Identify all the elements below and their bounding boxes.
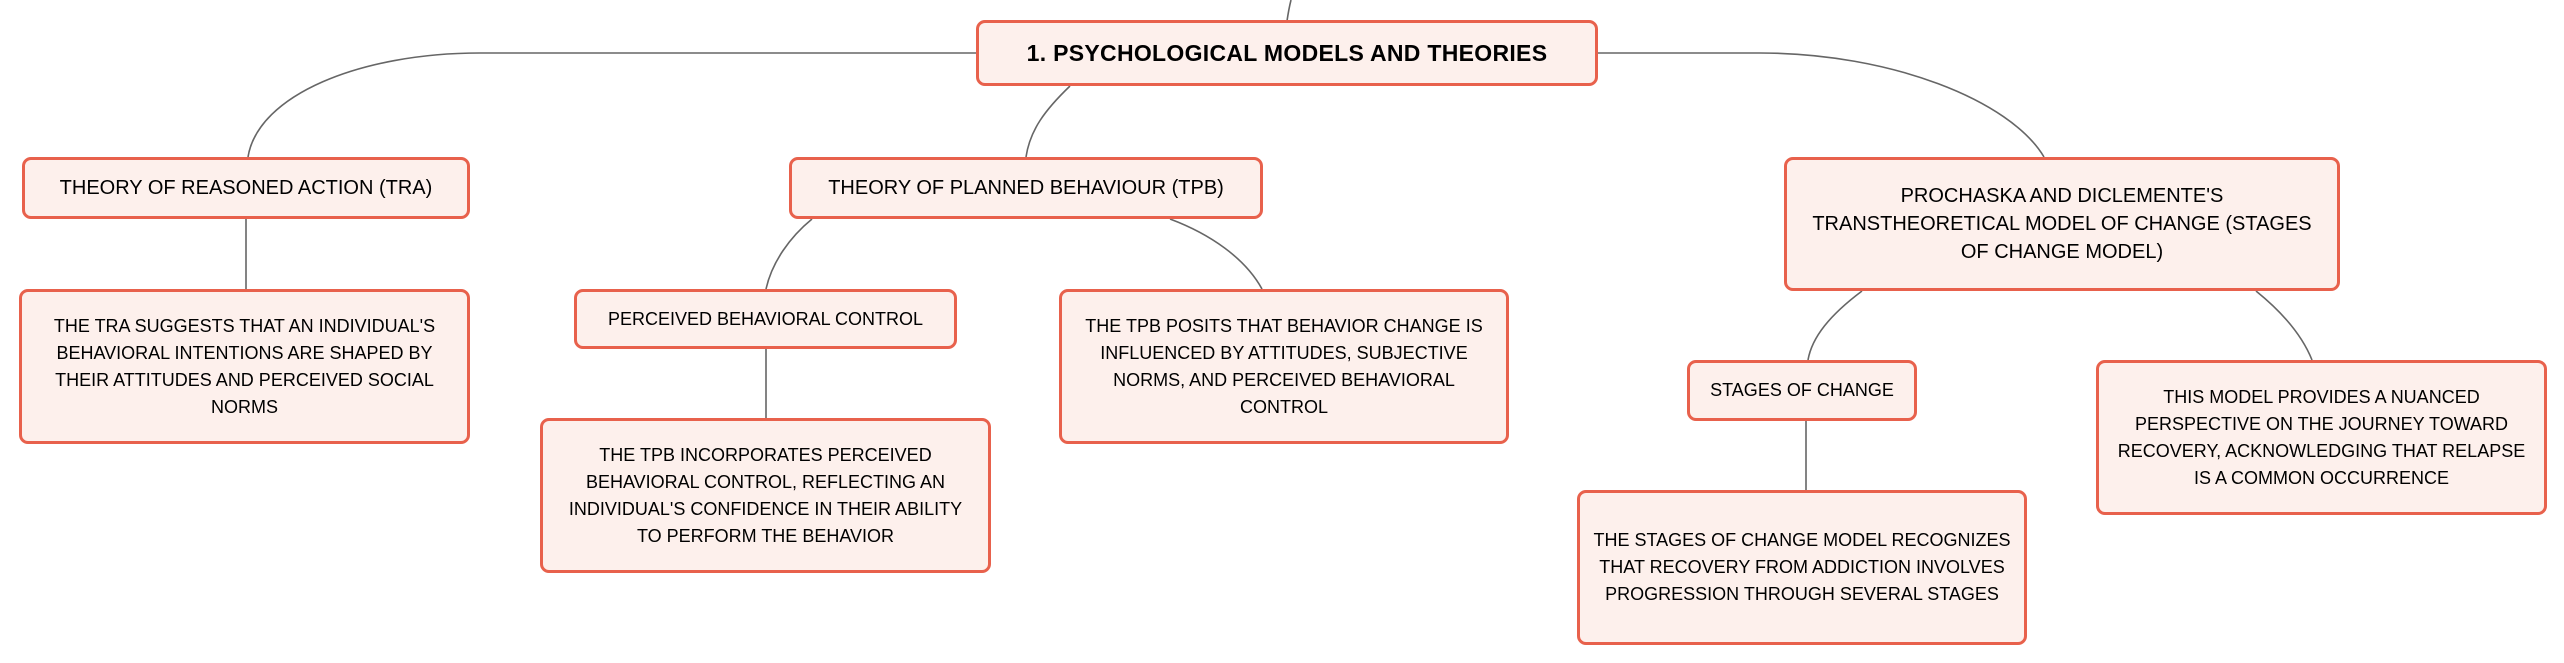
pbc-description[interactable]: THE TPB INCORPORATES PERCEIVED BEHAVIORA… [540, 418, 991, 573]
topic-tpb[interactable]: THEORY OF PLANNED BEHAVIOUR (TPB) [789, 157, 1263, 219]
tra-description[interactable]: THE TRA SUGGESTS THAT AN INDIVIDUAL'S BE… [19, 289, 470, 444]
subtopic-perceived-behavioral-control[interactable]: PERCEIVED BEHAVIORAL CONTROL [574, 289, 957, 349]
topic-tra[interactable]: THEORY OF REASONED ACTION (TRA) [22, 157, 470, 219]
central-topic-label: 1. PSYCHOLOGICAL MODELS AND THEORIES [1026, 39, 1548, 66]
connector-root-tpb [1025, 85, 1071, 158]
topic-transtheoretical-model-label: PROCHASKA AND DICLEMENTE'S TRANSTHEORETI… [1812, 185, 2312, 263]
subtopic-stages-of-change-label: STAGES OF CHANGE [1710, 380, 1894, 400]
tra-description-label: THE TRA SUGGESTS THAT AN INDIVIDUAL'S BE… [53, 315, 436, 417]
connector-root-tra [247, 52, 976, 158]
connector-root-parent [1286, 0, 1292, 22]
connector-ttm-desc [2255, 290, 2313, 361]
central-topic[interactable]: 1. PSYCHOLOGICAL MODELS AND THEORIES [976, 20, 1598, 86]
topic-tra-label: THEORY OF REASONED ACTION (TRA) [59, 177, 433, 199]
topic-transtheoretical-model[interactable]: PROCHASKA AND DICLEMENTE'S TRANSTHEORETI… [1784, 157, 2340, 291]
connector-tpb-pbc [765, 218, 813, 290]
connector-ttm-stages [1807, 290, 1863, 361]
topic-tpb-label: THEORY OF PLANNED BEHAVIOUR (TPB) [828, 177, 1224, 199]
tpb-description-label: THE TPB POSITS THAT BEHAVIOR CHANGE IS I… [1085, 315, 1483, 417]
stages-description[interactable]: THE STAGES OF CHANGE MODEL RECOGNIZES TH… [1577, 490, 2027, 645]
connector-tpb-desc [1169, 218, 1263, 290]
pbc-description-label: THE TPB INCORPORATES PERCEIVED BEHAVIORA… [568, 444, 963, 546]
subtopic-perceived-behavioral-control-label: PERCEIVED BEHAVIORAL CONTROL [607, 308, 924, 329]
connector-root-ttm [1598, 52, 2045, 158]
tpb-description[interactable]: THE TPB POSITS THAT BEHAVIOR CHANGE IS I… [1059, 289, 1509, 444]
subtopic-stages-of-change[interactable]: STAGES OF CHANGE [1687, 360, 1917, 421]
ttm-description[interactable]: THIS MODEL PROVIDES A NUANCED PERSPECTIV… [2096, 360, 2547, 515]
ttm-description-label: THIS MODEL PROVIDES A NUANCED PERSPECTIV… [2117, 386, 2526, 488]
stages-description-label: THE STAGES OF CHANGE MODEL RECOGNIZES TH… [1593, 530, 2011, 604]
